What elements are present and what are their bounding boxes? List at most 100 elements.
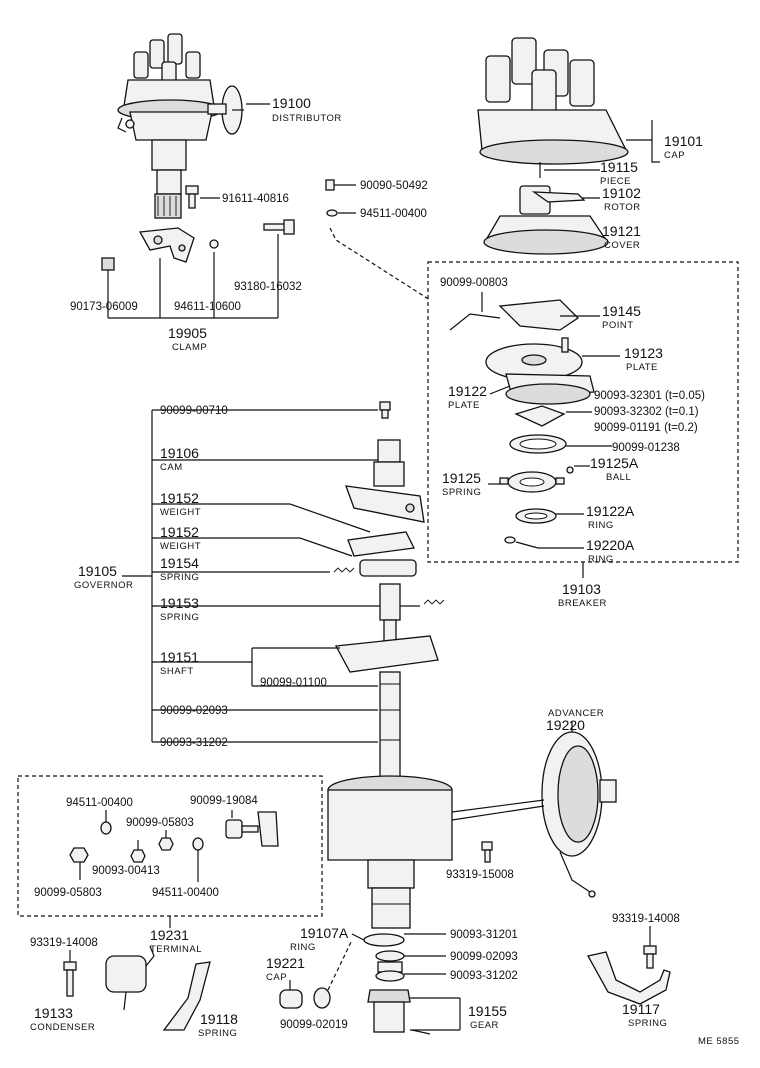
ring-19122A-number: 19122A bbox=[586, 503, 635, 519]
ring-19107A-number: 19107A bbox=[300, 925, 349, 941]
part-number-90093-31202-left: 90093-31202 bbox=[160, 737, 228, 749]
cap-number: 19101 bbox=[664, 133, 703, 149]
part-number-90099-01238: 90099-01238 bbox=[612, 442, 680, 454]
piece-label: PIECE bbox=[600, 176, 631, 187]
part-number-90099-19084: 90099-19084 bbox=[190, 795, 258, 807]
ring-19122A-label: RING bbox=[588, 520, 614, 531]
ring-19220A-number: 19220A bbox=[586, 537, 635, 553]
distributor-assembly-drawing bbox=[117, 33, 270, 219]
ball-number: 19125A bbox=[590, 455, 639, 471]
distributor-number: 19100 bbox=[272, 95, 311, 111]
rotor-number: 19102 bbox=[602, 185, 641, 201]
plate-19122-number: 19122 bbox=[448, 383, 487, 399]
cam-number: 19106 bbox=[160, 445, 199, 461]
cap-19221-drawing bbox=[279, 939, 353, 1009]
part-number-90099-00710: 90099-00710 bbox=[160, 405, 228, 417]
gear-label: GEAR bbox=[470, 1020, 499, 1031]
weight-b-number: 19152 bbox=[160, 524, 199, 540]
rotor-drawing bbox=[519, 185, 600, 215]
cover-drawing bbox=[483, 215, 609, 255]
cover-number: 19121 bbox=[602, 223, 641, 239]
screw-90099-00710 bbox=[379, 401, 391, 419]
part-number-94511-00400-term-a: 94511-00400 bbox=[66, 797, 133, 809]
housing-drawing bbox=[327, 775, 453, 929]
plate-19123-number: 19123 bbox=[624, 345, 663, 361]
spring-19125-number: 19125 bbox=[442, 470, 481, 486]
part-number-93319-14008-right: 93319-14008 bbox=[612, 913, 680, 925]
washer-90099-01238-drawing bbox=[509, 434, 612, 454]
ring-19122A-drawing bbox=[515, 508, 584, 524]
spring-19117-number: 19117 bbox=[622, 1001, 660, 1017]
advancer-label: ADVANCER bbox=[548, 708, 604, 719]
cap-label: CAP bbox=[664, 150, 685, 161]
part-number-93319-14008-left: 93319-14008 bbox=[30, 937, 98, 949]
part-number-90090-50492: 90090-50492 bbox=[360, 180, 428, 192]
point-drawing bbox=[449, 292, 600, 331]
terminal-number: 19231 bbox=[150, 927, 189, 943]
terminal-label: TERMINAL bbox=[150, 944, 202, 955]
spring-19153-label: SPRING bbox=[160, 612, 199, 623]
ring-19107A-label: RING bbox=[290, 942, 316, 953]
ring-19107A-drawing bbox=[363, 933, 405, 947]
cap-drawing bbox=[477, 37, 652, 165]
plate-19122-drawing bbox=[489, 373, 595, 405]
piece-drawing bbox=[539, 162, 600, 178]
weight-a-number: 19152 bbox=[160, 490, 199, 506]
part-number-90093-31202-right: 90093-31202 bbox=[450, 970, 518, 982]
part-number-91611-40816: 91611-40816 bbox=[222, 193, 289, 205]
part-number-90093-00413: 90093-00413 bbox=[92, 865, 160, 877]
governor-label: GOVERNOR bbox=[74, 580, 133, 591]
spring-19154-number: 19154 bbox=[160, 555, 199, 571]
spring-19154-drawing bbox=[333, 567, 355, 573]
spring-19154-label: SPRING bbox=[160, 572, 199, 583]
bolt-91611-40816 bbox=[185, 185, 220, 209]
spring-19118-number: 19118 bbox=[200, 1011, 238, 1027]
ring-19220A-drawing bbox=[504, 536, 584, 549]
part-number-94611-10600: 94611-10600 bbox=[174, 301, 241, 313]
point-number: 19145 bbox=[602, 303, 641, 319]
breaker-label: BREAKER bbox=[558, 598, 607, 609]
part-number-90093-31201: 90093-31201 bbox=[450, 929, 518, 941]
gear-stack-drawing bbox=[367, 933, 461, 1035]
weight-a-label: WEIGHT bbox=[160, 507, 201, 518]
part-number-90093-32302: 90093-32302 (t=0.1) bbox=[594, 406, 699, 418]
spring-19125-label: SPRING bbox=[442, 487, 481, 498]
spring-19117-drawing bbox=[587, 926, 671, 1005]
weight-b-label: WEIGHT bbox=[160, 541, 201, 552]
clamp-number: 19905 bbox=[168, 325, 207, 341]
ring-19220A-label: RING bbox=[588, 554, 614, 565]
part-number-94511-00400-term-b: 94511-00400 bbox=[152, 887, 219, 899]
cap-19221-label: CAP bbox=[266, 972, 287, 983]
part-number-90173-06009: 90173-06009 bbox=[70, 301, 138, 313]
advancer-drawing bbox=[451, 722, 617, 898]
spring-19153-drawing bbox=[423, 599, 445, 605]
cam-label: CAM bbox=[160, 462, 183, 473]
rotor-label: ROTOR bbox=[604, 202, 641, 213]
piece-number: 19115 bbox=[600, 159, 638, 175]
part-number-90099-02093-right: 90099-02093 bbox=[450, 951, 518, 963]
cap-19221-number: 19221 bbox=[266, 955, 305, 971]
weight-drawing bbox=[347, 531, 417, 577]
part-number-90093-32301: 90093-32301 (t=0.05) bbox=[594, 390, 705, 402]
part-number-90099-00803: 90099-00803 bbox=[440, 277, 508, 289]
distributor-label: DISTRIBUTOR bbox=[272, 113, 342, 124]
part-number-90099-02093-left: 90099-02093 bbox=[160, 705, 228, 717]
condenser-number: 19133 bbox=[34, 1005, 73, 1021]
part-number-93319-15008: 93319-15008 bbox=[446, 869, 514, 881]
cam-drawing bbox=[345, 439, 425, 523]
plate-19122-label: PLATE bbox=[448, 400, 480, 411]
bolt-93319-15008 bbox=[481, 841, 493, 863]
ball-label: BALL bbox=[606, 472, 631, 483]
spring-19118-label: SPRING bbox=[198, 1028, 237, 1039]
part-number-93180-16032: 93180-16032 bbox=[234, 281, 302, 293]
part-number-90099-01191: 90099-01191 (t=0.2) bbox=[594, 422, 698, 434]
spring-19125-drawing bbox=[488, 465, 590, 493]
clamp-label: CLAMP bbox=[172, 342, 207, 353]
condenser-drawing bbox=[63, 945, 155, 1011]
part-number-90099-01100: 90099-01100 bbox=[260, 677, 327, 689]
shims-drawing bbox=[514, 405, 592, 427]
part-number-90099-02019: 90099-02019 bbox=[280, 1019, 348, 1031]
spring-19117-label: SPRING bbox=[628, 1018, 667, 1029]
gear-number: 19155 bbox=[468, 1003, 507, 1019]
